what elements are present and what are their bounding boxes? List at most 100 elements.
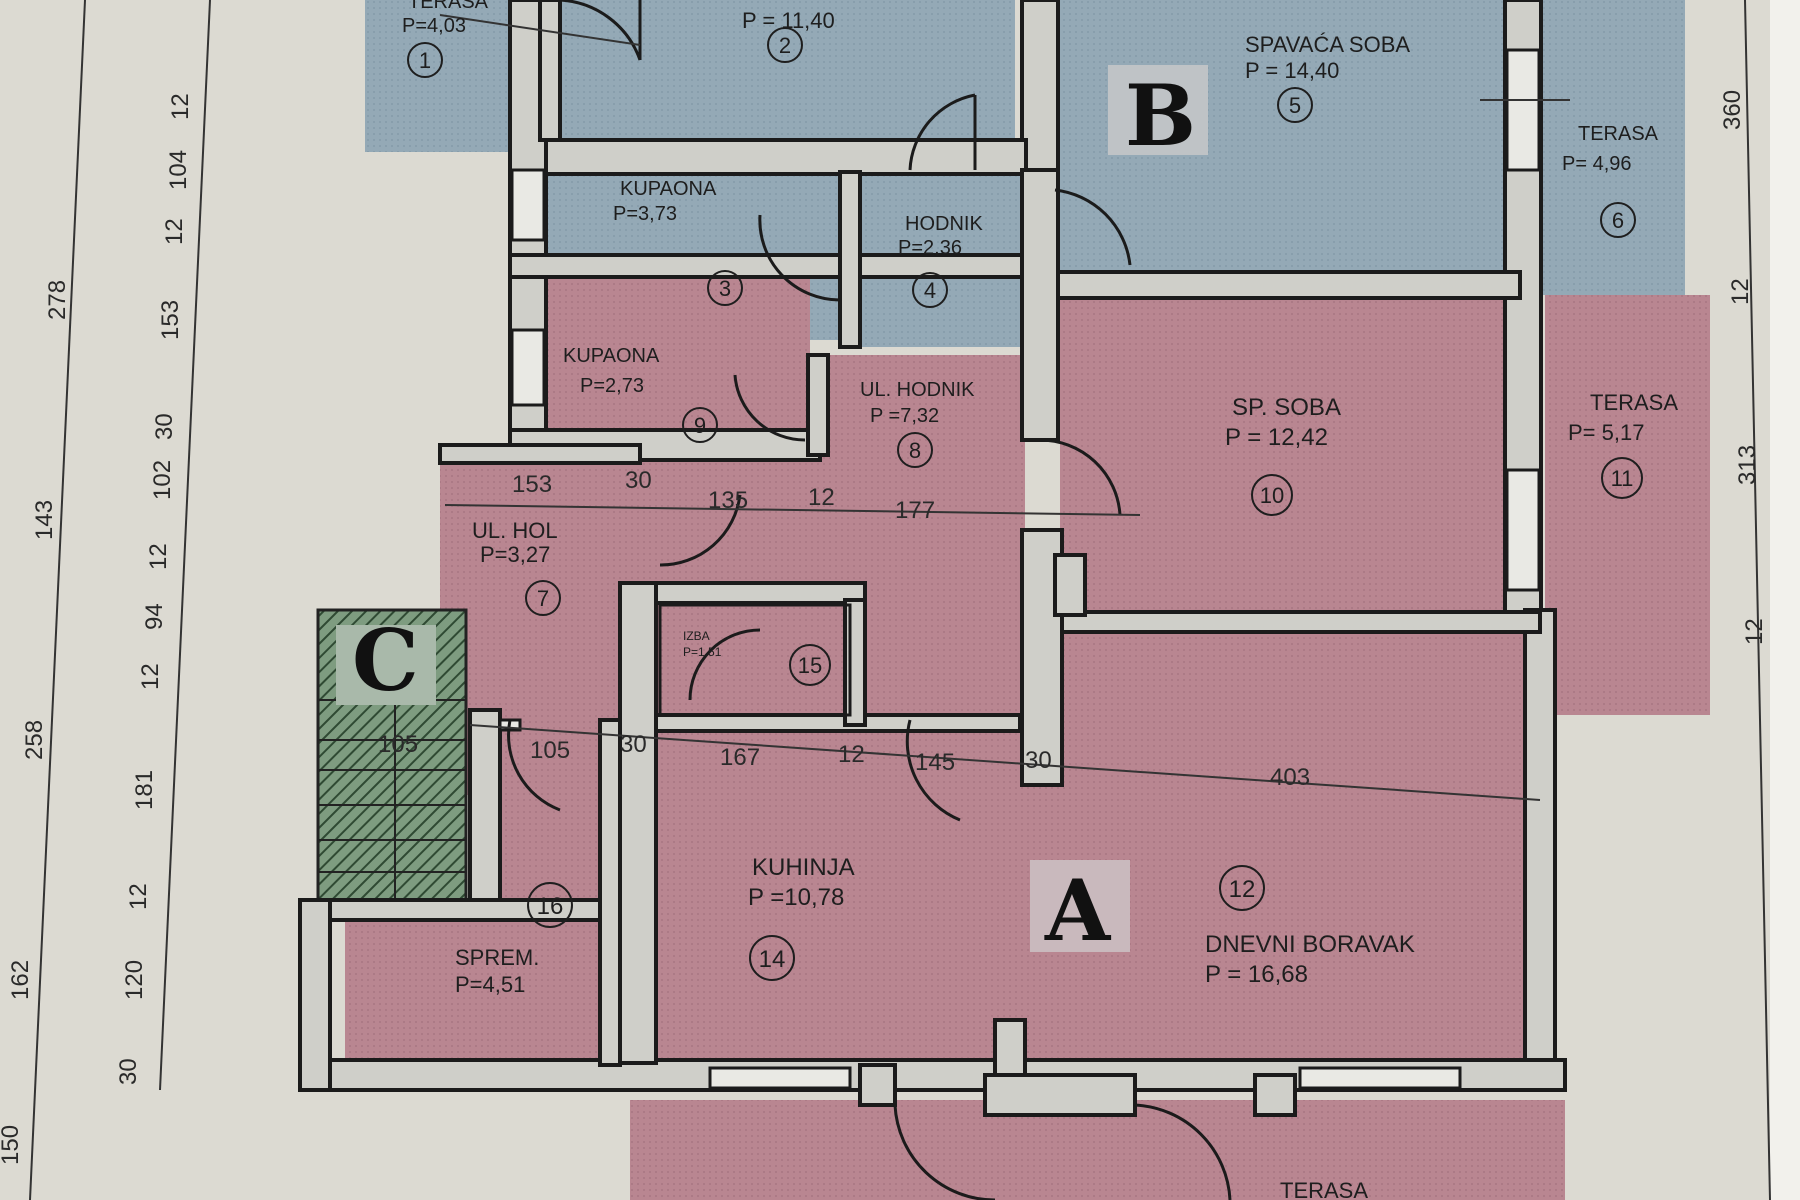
- svg-text:150: 150: [0, 1125, 24, 1165]
- room-area: P=4,51: [455, 972, 525, 997]
- room-number-circle: [749, 935, 795, 981]
- room-number: 3: [719, 276, 731, 301]
- svg-text:181: 181: [131, 770, 158, 810]
- room-name: TERASA: [408, 0, 489, 13]
- room-name: HODNIK: [905, 213, 983, 235]
- svg-text:403: 403: [1270, 764, 1310, 791]
- room-area: P= 4,96: [1562, 153, 1632, 175]
- room-6: TERASA P= 4,96 6: [1562, 123, 1659, 238]
- room-4: HODNIK P=2,36 4: [898, 213, 983, 308]
- room-number-circle: [767, 27, 803, 63]
- room-number: 16: [537, 893, 564, 920]
- room-17: TERASA: [1280, 1178, 1368, 1200]
- room-9: KUPAONA P=2,73 9: [563, 345, 718, 443]
- svg-text:360: 360: [1719, 90, 1746, 130]
- room-15: IZBA P=1,51 15: [658, 603, 852, 717]
- room-name: UL. HOL: [472, 518, 558, 543]
- room-number: 4: [924, 278, 936, 303]
- dims-right: 360 12 313 12: [1719, 90, 1768, 645]
- svg-text:105: 105: [530, 737, 570, 764]
- room-3: KUPAONA P=3,73 3: [613, 178, 743, 306]
- svg-text:278: 278: [44, 280, 71, 320]
- room-name: KUPAONA: [563, 345, 660, 367]
- dims-row1: 153 30 135 12 177: [512, 467, 935, 524]
- room-name: UL. HODNIK: [860, 379, 975, 401]
- room-11: TERASA P= 5,17 11: [1568, 390, 1678, 499]
- room-area: P = 12,42: [1225, 424, 1328, 451]
- svg-text:313: 313: [1734, 445, 1761, 485]
- dims-row2: 105 105 30 167 12 145 30 403: [378, 731, 1310, 791]
- room-area: P= 5,17: [1568, 420, 1644, 445]
- unit-b-plate: [1108, 65, 1208, 155]
- room-area: P =10,78: [748, 884, 844, 911]
- room-number: 7: [537, 586, 549, 611]
- room-number-circle: [897, 432, 933, 468]
- room-15-outline: [658, 603, 852, 717]
- room-area: P=2,73: [580, 375, 644, 397]
- room-number-circle: [1251, 474, 1293, 516]
- svg-text:105: 105: [378, 731, 418, 758]
- room-number-circle: [1219, 865, 1265, 911]
- room-8: UL. HODNIK P =7,32 8: [860, 379, 975, 468]
- svg-text:30: 30: [1025, 747, 1052, 774]
- svg-text:167: 167: [720, 744, 760, 771]
- room-area: P = 14,40: [1245, 58, 1339, 83]
- room-10: SP. SOBA P = 12,42 10: [1225, 394, 1341, 516]
- room-area: P=4,03: [402, 15, 466, 37]
- svg-text:12: 12: [161, 218, 188, 245]
- room-2: P = 11,40 2: [742, 8, 835, 63]
- room-number: 15: [798, 653, 822, 678]
- room-number-circle: [789, 644, 831, 686]
- room-number-circle: [407, 42, 443, 78]
- windows: [498, 48, 1541, 1090]
- room-area: P = 16,68: [1205, 961, 1308, 988]
- unit-a-area: [345, 275, 1710, 1200]
- room-number: 12: [1229, 876, 1256, 903]
- room-14: KUHINJA P =10,78 14: [748, 854, 855, 981]
- svg-text:12: 12: [125, 883, 152, 910]
- svg-text:145: 145: [915, 749, 955, 776]
- room-area: P=3,27: [480, 542, 550, 567]
- room-16: 16 SPREM. P=4,51: [455, 882, 573, 997]
- svg-text:30: 30: [620, 731, 647, 758]
- room-number: 11: [1611, 466, 1634, 491]
- svg-text:12: 12: [808, 484, 835, 511]
- unit-b-letter: B: [1125, 66, 1196, 165]
- svg-text:258: 258: [21, 720, 48, 760]
- room-name: SPREM.: [455, 945, 539, 970]
- room-number: 14: [759, 946, 786, 973]
- room-12: 12 DNEVNI BORAVAK P = 16,68: [1205, 865, 1415, 988]
- room-number: 6: [1612, 208, 1624, 233]
- svg-text:30: 30: [115, 1058, 142, 1085]
- room-number-circle: [525, 580, 561, 616]
- svg-text:12: 12: [167, 93, 194, 120]
- room-number: 5: [1289, 93, 1301, 118]
- svg-text:153: 153: [157, 300, 184, 340]
- room-number-circle: [912, 272, 948, 308]
- room-area: P =7,32: [870, 405, 939, 427]
- room-name: KUHINJA: [752, 854, 855, 881]
- room-number: 1: [419, 48, 431, 73]
- room-area: P=2,36: [898, 237, 962, 259]
- room-name: TERASA: [1280, 1178, 1368, 1200]
- room-name: DNEVNI BORAVAK: [1205, 931, 1415, 958]
- svg-text:143: 143: [31, 500, 58, 540]
- svg-text:135: 135: [708, 487, 748, 514]
- svg-text:12: 12: [838, 741, 865, 768]
- room-number: 2: [779, 33, 791, 58]
- room-1: TERASA P=4,03 1: [402, 0, 489, 78]
- svg-text:104: 104: [165, 150, 192, 190]
- page-edge-strip: [1770, 0, 1800, 1200]
- svg-text:12: 12: [145, 543, 172, 570]
- room-name: SP. SOBA: [1232, 394, 1341, 421]
- svg-text:162: 162: [7, 960, 34, 1000]
- room-name: TERASA: [1590, 390, 1678, 415]
- walls: [298, 0, 1567, 1117]
- room-number-circle: [707, 270, 743, 306]
- room-number: 9: [694, 413, 706, 438]
- unit-c-letter: C: [352, 611, 419, 710]
- room-5: SPAVAĆA SOBA P = 14,40 5: [1245, 32, 1410, 123]
- svg-text:177: 177: [895, 497, 935, 524]
- room-number: 8: [909, 438, 921, 463]
